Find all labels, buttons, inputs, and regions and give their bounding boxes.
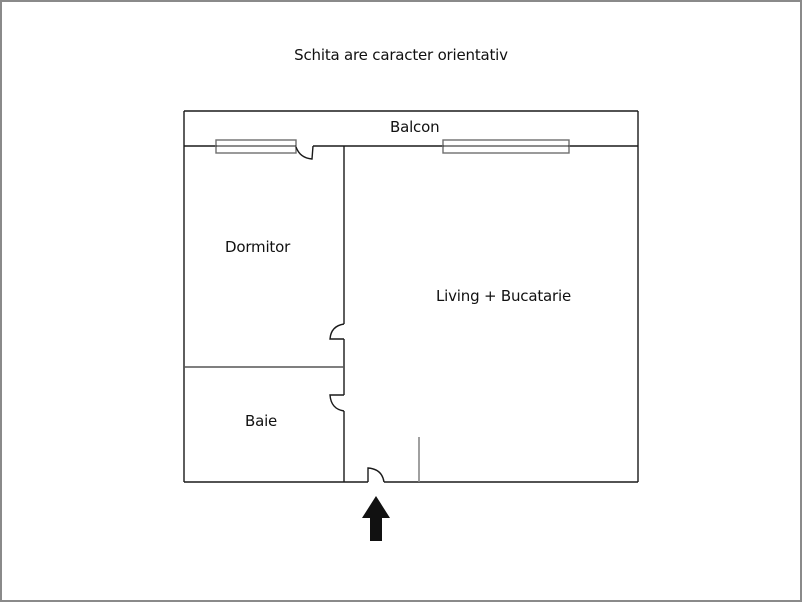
room-label-bedroom: Dormitor [225,238,291,256]
sketch-disclaimer-title: Schita are caracter orientativ [294,46,508,64]
room-label-balcony: Balcon [390,118,440,136]
bedroom-door [329,323,345,340]
arrow-up-icon [362,496,390,541]
room-label-bathroom: Baie [245,412,278,430]
balcony-door [295,145,314,160]
room-label-living-kitchen: Living + Bucatarie [436,287,571,305]
entrance-door [367,467,385,483]
bathroom-door [329,394,345,412]
